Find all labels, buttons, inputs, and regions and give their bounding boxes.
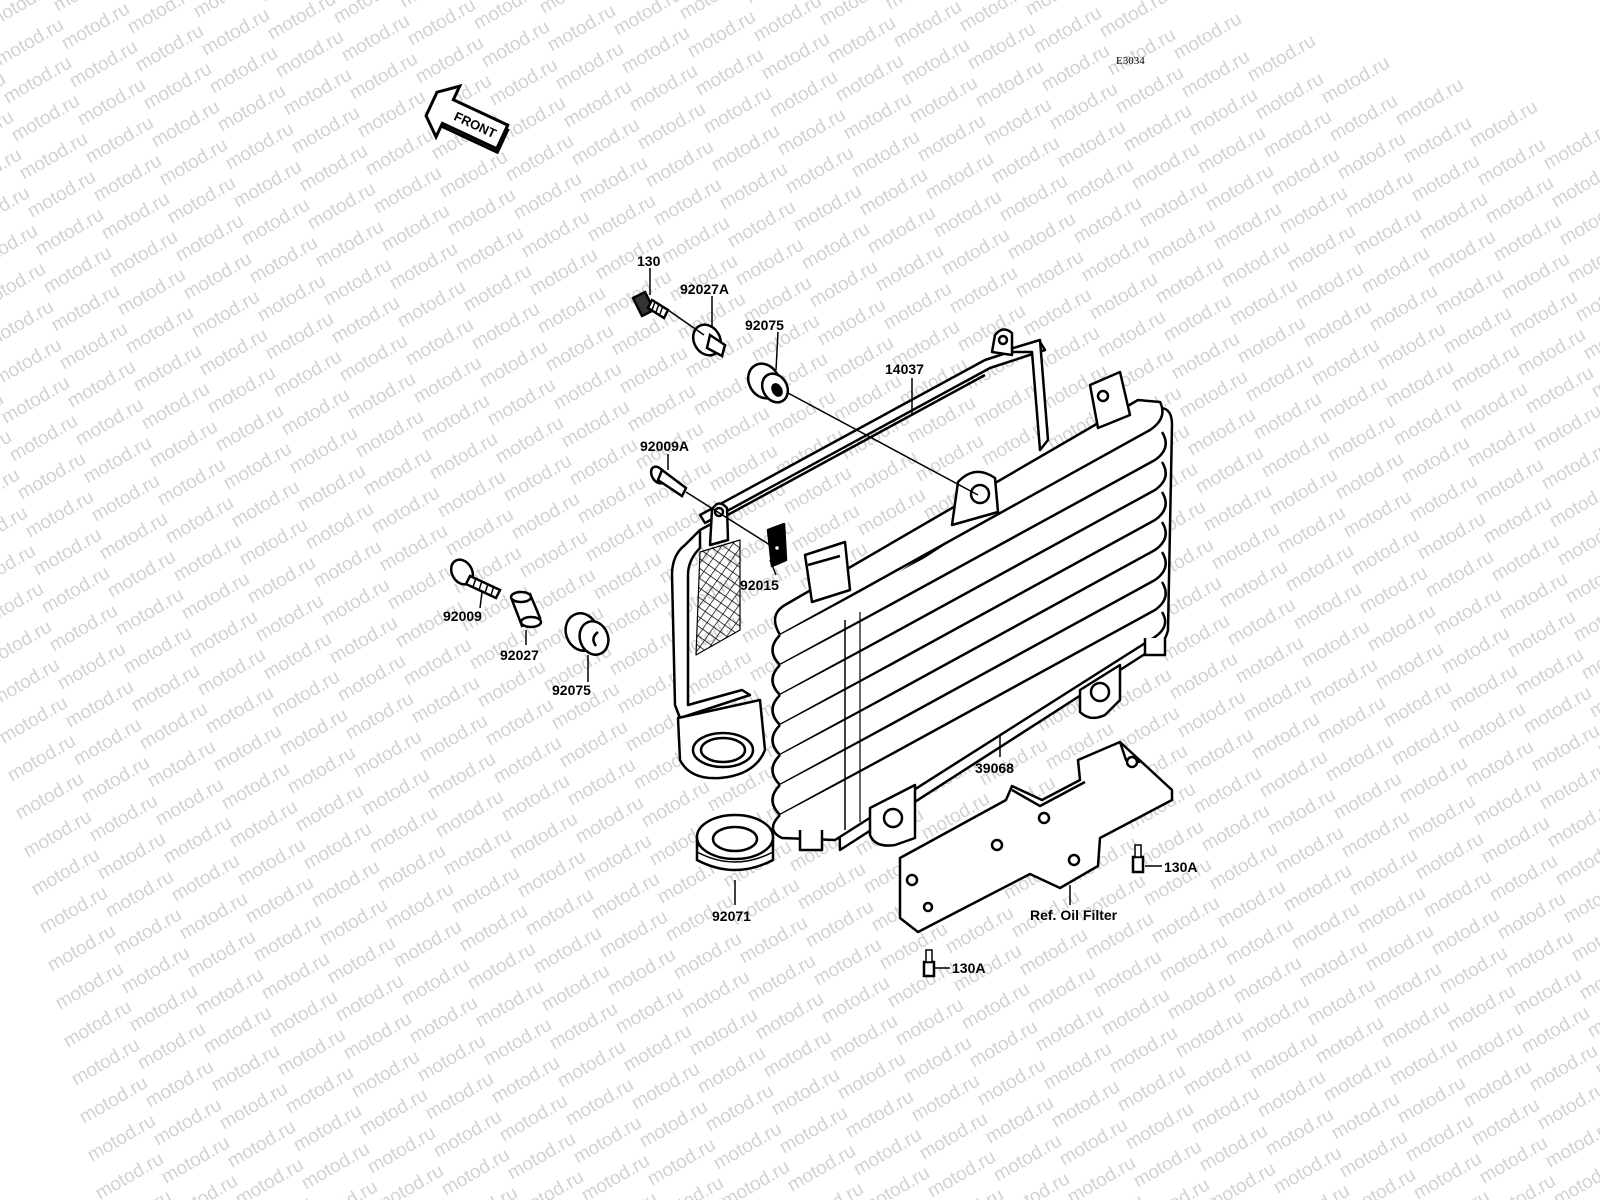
label-39068: 39068: [975, 760, 1014, 776]
label-92009A: 92009A: [640, 438, 689, 454]
label-92027: 92027: [500, 647, 539, 663]
label-92075-bottom: 92075: [552, 682, 591, 698]
grommet-92071: [695, 813, 775, 872]
bolt-130: [631, 290, 670, 320]
oil-cooler-39068: [771, 370, 1174, 852]
diagram-code: E3034: [1116, 55, 1145, 67]
label-130A-bottom: 130A: [952, 960, 985, 976]
grommet-92075-top: [746, 362, 790, 404]
label-ref-oil-filter: Ref. Oil Filter: [1030, 907, 1118, 923]
screw-92009A: [649, 465, 688, 498]
collar-92027A: [691, 323, 727, 358]
grommet-92075-bottom: [564, 612, 610, 656]
label-92009: 92009: [443, 608, 482, 624]
label-92027A: 92027A: [680, 281, 729, 297]
oil-filter-plate: [898, 740, 1174, 934]
label-130A-right: 130A: [1164, 859, 1197, 875]
label-130: 130: [637, 253, 661, 269]
label-92015: 92015: [740, 577, 779, 593]
leader-lines: [479, 268, 1162, 969]
bracket-14037: [670, 328, 1050, 780]
label-92075-top: 92075: [745, 317, 784, 333]
label-14037: 14037: [885, 361, 924, 377]
bolt-130A-bottom: [922, 949, 936, 978]
bolt-92009: [449, 558, 502, 600]
collar-92027: [509, 590, 543, 629]
bolt-130A-right: [1131, 844, 1145, 874]
label-92071: 92071: [712, 908, 751, 924]
front-arrow-icon: FRONT: [424, 83, 510, 155]
